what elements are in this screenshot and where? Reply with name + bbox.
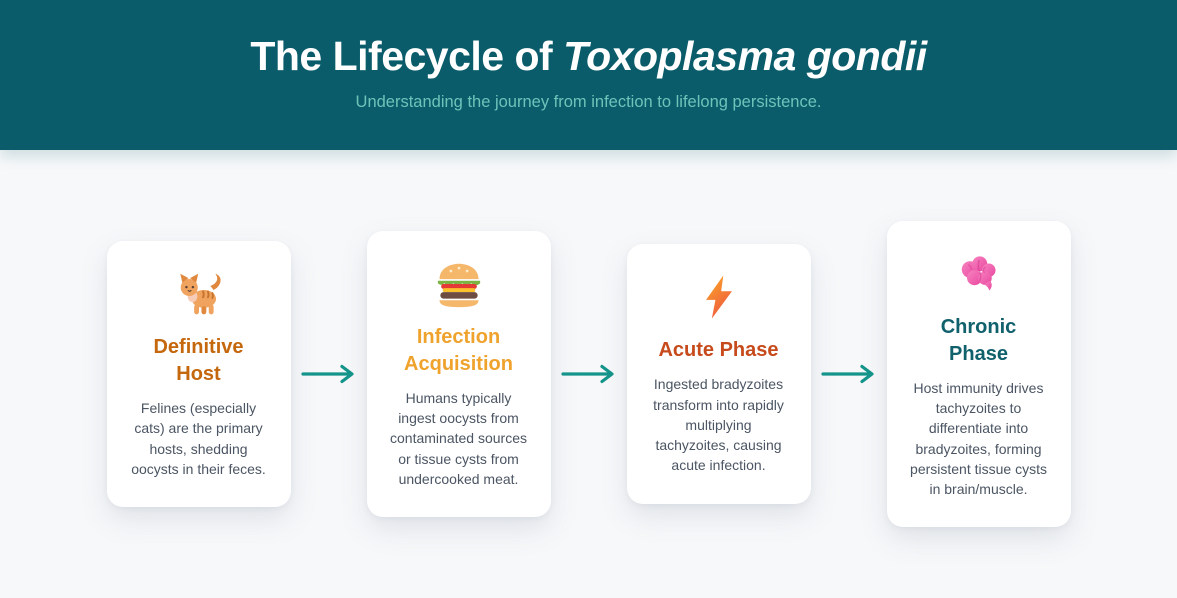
- step-description: Felines (especially cats) are the primar…: [131, 399, 266, 477]
- step-card-infection-acquisition: Infection Acquisition Humans typically i…: [366, 230, 551, 518]
- page-title-species: Toxoplasma gondii: [563, 33, 927, 79]
- step-title: Acute Phase: [658, 339, 779, 362]
- cat-icon: [130, 267, 268, 321]
- step-description: Host immunity drives tachyzoites to diff…: [910, 379, 1047, 498]
- right-arrow-icon: [300, 364, 354, 384]
- flow-arrow-1: [291, 364, 367, 384]
- page-header: The Lifecycle of Toxoplasma gondii Under…: [0, 0, 1177, 150]
- step-title: Infection Acquisition: [404, 325, 513, 375]
- burger-icon: [390, 257, 528, 311]
- step-title: Definitive Host: [153, 335, 244, 385]
- step-description: Humans typically ingest oocysts from con…: [390, 389, 527, 487]
- lightning-icon: [650, 270, 788, 324]
- step-card-acute-phase: Acute Phase Ingested bradyzoites transfo…: [626, 244, 811, 504]
- step-description: Ingested bradyzoites transform into rapi…: [653, 376, 784, 474]
- page-subtitle: Understanding the journey from infection…: [355, 93, 822, 112]
- right-arrow-icon: [820, 364, 874, 384]
- flow-arrow-2: [551, 364, 627, 384]
- step-card-chronic-phase: Chronic Phase Host immunity drives tachy…: [886, 220, 1071, 528]
- step-title: Chronic Phase: [940, 315, 1017, 365]
- flow-arrow-3: [811, 364, 887, 384]
- lifecycle-flow: Definitive Host Felines (especially cats…: [106, 220, 1071, 528]
- brain-icon: [910, 247, 1048, 301]
- step-card-definitive-host: Definitive Host Felines (especially cats…: [106, 240, 291, 508]
- right-arrow-icon: [560, 364, 614, 384]
- page-title: The Lifecycle of Toxoplasma gondii: [0, 33, 1177, 79]
- lifecycle-flow-area: Definitive Host Felines (especially cats…: [0, 150, 1177, 598]
- page-title-prefix: The Lifecycle of: [250, 33, 564, 79]
